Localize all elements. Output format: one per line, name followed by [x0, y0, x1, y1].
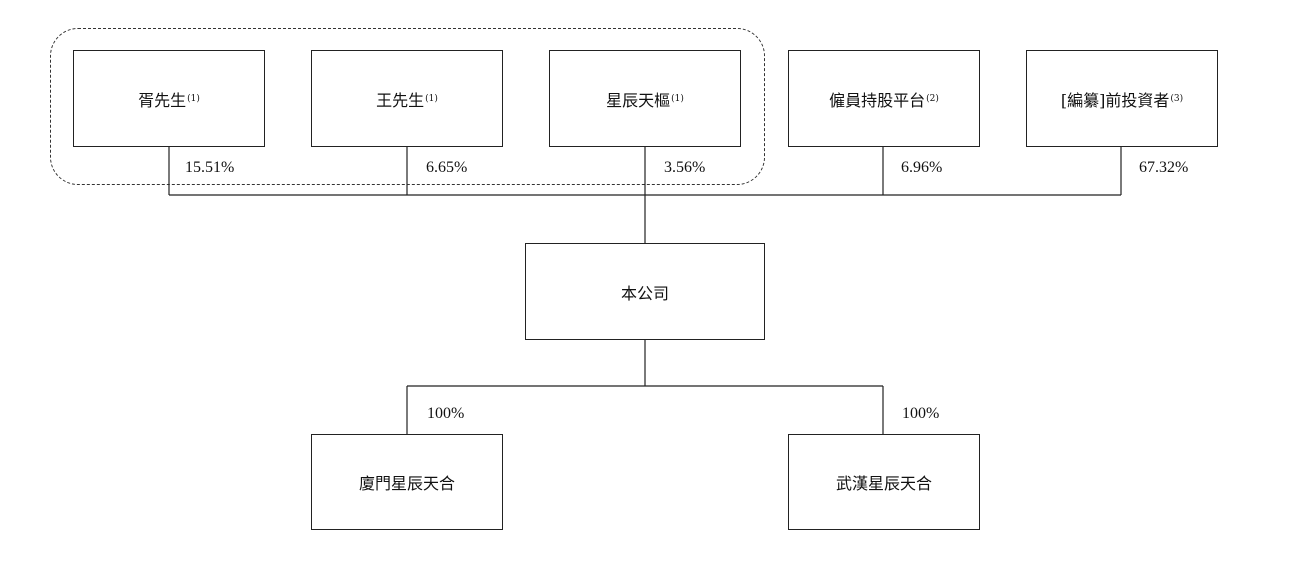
subsidiary-box-xiamen: 廈門星辰天合 — [311, 434, 503, 530]
footnote-marker: (1) — [187, 93, 200, 104]
shareholding-percent: 15.51% — [185, 159, 235, 176]
shareholder-name: 僱員持股平台 — [829, 90, 926, 110]
subsidiary-box-wuhan: 武漢星辰天合 — [788, 434, 980, 530]
footnote-marker: (2) — [926, 93, 939, 104]
shareholder-name: 胥先生 — [138, 90, 187, 110]
company-name: 本公司 — [620, 283, 669, 303]
footnote-marker: (1) — [671, 93, 684, 104]
company-box: 本公司 — [525, 243, 765, 340]
shareholder-name: [編纂]前投資者 — [1060, 90, 1170, 110]
shareholding-percent: 6.65% — [426, 159, 468, 176]
shareholder-box-xu: 胥先生(1) — [73, 50, 265, 147]
shareholding-percent: 6.96% — [901, 159, 943, 176]
subsidiary-percent: 100% — [427, 405, 465, 422]
shareholder-box-employee-platform: 僱員持股平台(2) — [788, 50, 980, 147]
shareholding-percent: 67.32% — [1139, 159, 1189, 176]
shareholder-box-xingchen-tianshu: 星辰天樞(1) — [549, 50, 741, 147]
shareholder-box-wang: 王先生(1) — [311, 50, 503, 147]
footnote-marker: (1) — [425, 93, 438, 104]
shareholding-percent: 3.56% — [664, 159, 706, 176]
subsidiary-percent: 100% — [902, 405, 940, 422]
shareholder-name: 星辰天樞 — [606, 90, 671, 110]
footnote-marker: (3) — [1170, 93, 1184, 104]
shareholder-name: 王先生 — [376, 90, 425, 110]
subsidiary-name: 廈門星辰天合 — [358, 474, 455, 493]
subsidiary-name: 武漢星辰天合 — [835, 474, 932, 493]
shareholder-box-pre-ipo-investors: [編纂]前投資者(3) — [1026, 50, 1218, 147]
